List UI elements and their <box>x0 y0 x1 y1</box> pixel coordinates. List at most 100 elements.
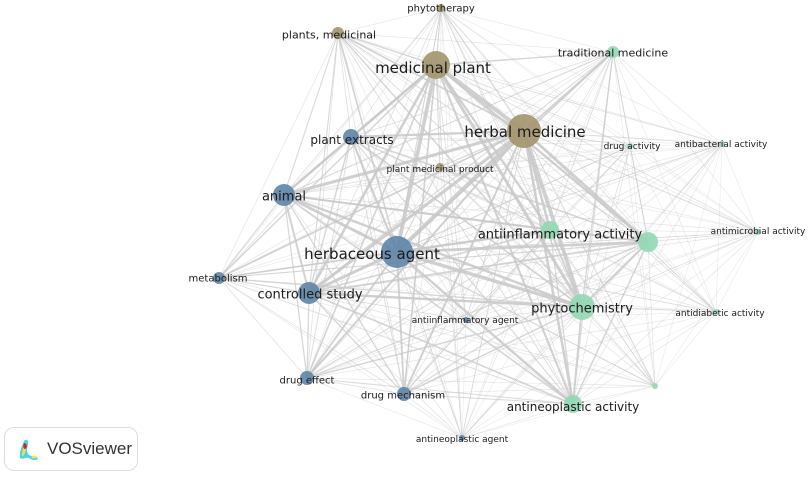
link <box>218 145 631 279</box>
link <box>337 32 614 53</box>
node-drug-mechanism[interactable] <box>397 387 411 401</box>
link <box>403 51 614 395</box>
link <box>283 166 441 196</box>
node-herbal-medicine[interactable] <box>507 114 541 148</box>
node-unlabeled-11[interactable] <box>638 232 658 252</box>
link <box>572 311 717 405</box>
node-label[interactable]: herbaceous agent <box>304 245 440 263</box>
link <box>337 32 405 395</box>
link <box>396 251 463 439</box>
node-antiinflammatory-agent[interactable] <box>463 317 469 323</box>
link <box>308 51 614 294</box>
link <box>461 403 574 439</box>
link <box>439 166 759 233</box>
node-label[interactable]: herbal medicine <box>464 123 586 141</box>
link <box>439 166 656 387</box>
node-label[interactable]: medicinal plant <box>375 59 491 77</box>
node-label[interactable]: drug activity <box>603 142 661 152</box>
link <box>572 145 631 405</box>
node-label[interactable]: antibacterial activity <box>674 140 768 150</box>
link <box>403 319 467 395</box>
link <box>396 251 656 387</box>
link <box>572 51 614 405</box>
node-label[interactable]: phytotherapy <box>407 3 475 15</box>
node-antidiabetic-activity[interactable] <box>713 309 719 315</box>
link <box>218 7 442 279</box>
link <box>306 143 723 379</box>
node-phytochemistry[interactable] <box>569 294 595 320</box>
link <box>306 251 398 379</box>
node-antibacterial-activity[interactable] <box>719 141 725 147</box>
link <box>218 32 339 279</box>
link <box>306 377 574 405</box>
link <box>350 136 583 308</box>
node-antiinflammatory-activity[interactable] <box>541 221 559 239</box>
link <box>461 130 525 439</box>
node-label[interactable]: animal <box>261 189 307 205</box>
node-label[interactable]: phytochemistry <box>531 301 633 317</box>
node-plant-medicinal-product[interactable] <box>436 163 444 171</box>
link <box>306 241 649 379</box>
link <box>581 143 723 308</box>
node-label[interactable]: controlled study <box>257 287 363 303</box>
node-label[interactable]: drug effect <box>279 375 335 387</box>
link <box>572 231 759 405</box>
link <box>308 136 352 294</box>
link <box>465 306 583 321</box>
node-phytotherapy[interactable] <box>437 4 445 12</box>
node-label[interactable]: antimicrobial activity <box>710 227 806 237</box>
link <box>403 385 656 395</box>
node-controlled-study[interactable] <box>298 282 320 304</box>
node-metabolism[interactable] <box>213 272 225 284</box>
link <box>435 51 614 66</box>
node-plants-medicinal[interactable] <box>332 27 344 39</box>
link <box>435 64 574 405</box>
link <box>283 32 339 196</box>
link <box>350 136 759 233</box>
node-traditional-medicine[interactable] <box>607 46 619 58</box>
node-plant-extracts[interactable] <box>343 129 359 145</box>
link <box>461 229 551 439</box>
link <box>523 130 759 233</box>
node-label[interactable]: drug mechanism <box>360 390 446 402</box>
link <box>461 145 631 439</box>
node-label[interactable]: metabolism <box>188 273 248 285</box>
node-label[interactable]: antineoplastic agent <box>415 435 509 445</box>
node-drug-effect[interactable] <box>300 371 314 385</box>
node-label[interactable]: traditional medicine <box>557 46 669 60</box>
link <box>308 292 574 405</box>
node-antineoplastic-activity[interactable] <box>564 395 582 413</box>
node-label[interactable]: antiinflammatory agent <box>411 316 519 326</box>
link <box>218 194 285 279</box>
link <box>308 292 467 321</box>
node-label[interactable]: antineoplastic activity <box>506 400 640 414</box>
node-drug-activity[interactable] <box>627 143 633 149</box>
link <box>629 143 723 147</box>
link <box>283 7 442 196</box>
link <box>218 277 308 379</box>
node-medicinal-plant[interactable] <box>422 51 450 79</box>
node-animal[interactable] <box>273 184 295 206</box>
node-label[interactable]: plant medicinal product <box>386 165 494 175</box>
link <box>439 166 649 243</box>
node-label[interactable]: plants, medicinal <box>281 28 377 42</box>
link <box>306 311 717 379</box>
node-label[interactable]: antidiabetic activity <box>675 309 765 319</box>
node-antimicrobial-activity[interactable] <box>755 229 761 235</box>
node-unlabeled-19[interactable] <box>652 383 658 389</box>
link <box>647 241 717 313</box>
link <box>523 130 631 147</box>
node-label[interactable]: antiinflammatory activity <box>477 227 643 243</box>
link <box>218 277 583 308</box>
node-antineoplastic-agent[interactable] <box>459 435 465 441</box>
link <box>337 32 631 147</box>
node-label[interactable]: plant extracts <box>310 133 394 147</box>
link <box>396 240 649 254</box>
link <box>308 32 339 294</box>
link <box>350 136 463 439</box>
node-herbaceous-agent[interactable] <box>381 236 413 268</box>
link <box>461 143 723 439</box>
vosviewer-logo: VOSviewer <box>4 427 138 471</box>
